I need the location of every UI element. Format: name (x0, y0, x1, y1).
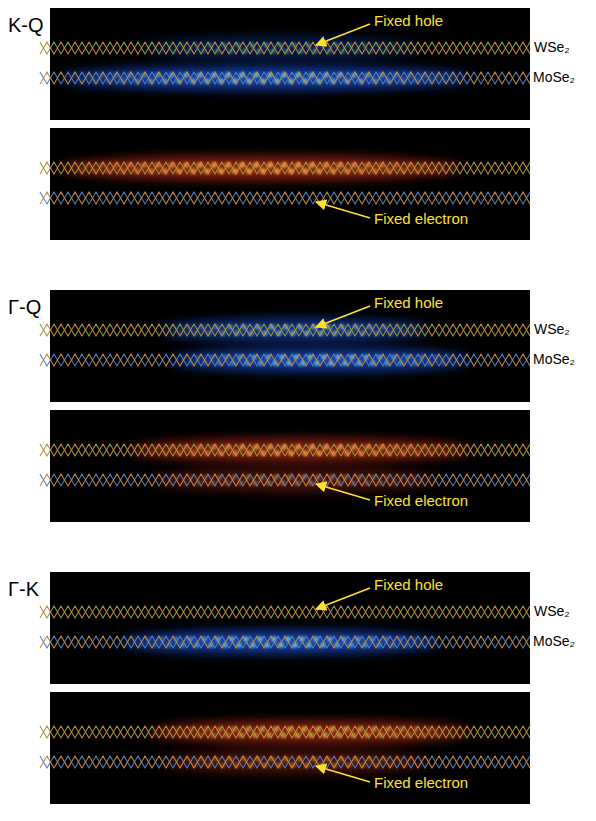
leader-arrow (316, 24, 370, 45)
leader-arrow (316, 306, 370, 327)
group-label: Γ-K (8, 578, 39, 601)
annotation-label: Fixed hole (374, 12, 443, 29)
atom-chain (40, 192, 530, 204)
density-cloud (60, 67, 470, 89)
density-cloud (140, 37, 420, 59)
atom-chain (40, 474, 530, 486)
atom-chain (40, 354, 530, 366)
atom-chain (40, 474, 530, 486)
annotation-label: Fixed electron (374, 492, 468, 509)
atom-chain (40, 42, 530, 54)
layer-label: WSe₂ (534, 603, 570, 619)
atom-chain (40, 444, 530, 456)
panel-group (40, 290, 530, 522)
atom-chain (40, 162, 530, 174)
atom-chain (40, 636, 530, 648)
panel-group (40, 572, 530, 804)
atom-chain (40, 636, 530, 648)
panel-background (50, 290, 530, 402)
leader-arrow (316, 766, 370, 782)
leader-arrow (316, 484, 370, 500)
leader-arrow (316, 202, 370, 218)
annotation-label: Fixed electron (374, 210, 468, 227)
annotation-label: Fixed hole (374, 576, 443, 593)
atom-chain (40, 192, 530, 204)
layer-label: WSe₂ (534, 39, 570, 55)
density-cloud (120, 631, 440, 653)
atom-chain (40, 726, 530, 738)
atom-chain (40, 444, 530, 456)
panel-background (50, 128, 530, 240)
density-cloud (170, 349, 470, 371)
atom-chain (40, 606, 530, 618)
atom-chain (40, 606, 530, 618)
atom-chain (40, 72, 530, 84)
group-label: K-Q (8, 14, 44, 37)
layer-label: MoSe₂ (533, 633, 575, 649)
panel-background (50, 692, 530, 804)
atom-chain (40, 726, 530, 738)
atom-chain (40, 756, 530, 768)
atom-chain (40, 162, 530, 174)
atom-chain (40, 354, 530, 366)
layer-label: MoSe₂ (533, 69, 575, 85)
annotation-label: Fixed hole (374, 294, 443, 311)
atom-chain (40, 324, 530, 336)
layer-label: WSe₂ (534, 321, 570, 337)
atom-chain (40, 756, 530, 768)
panel-background (50, 410, 530, 522)
panel-background (50, 572, 530, 684)
atom-chain (40, 72, 530, 84)
panel-background (50, 8, 530, 120)
group-label: Γ-Q (8, 296, 41, 319)
annotation-label: Fixed electron (374, 774, 468, 791)
atom-chain (40, 324, 530, 336)
layer-label: MoSe₂ (533, 351, 575, 367)
atom-chain (40, 42, 530, 54)
panel-group (40, 8, 530, 240)
leader-arrow (316, 588, 370, 609)
density-cloud (130, 439, 470, 461)
